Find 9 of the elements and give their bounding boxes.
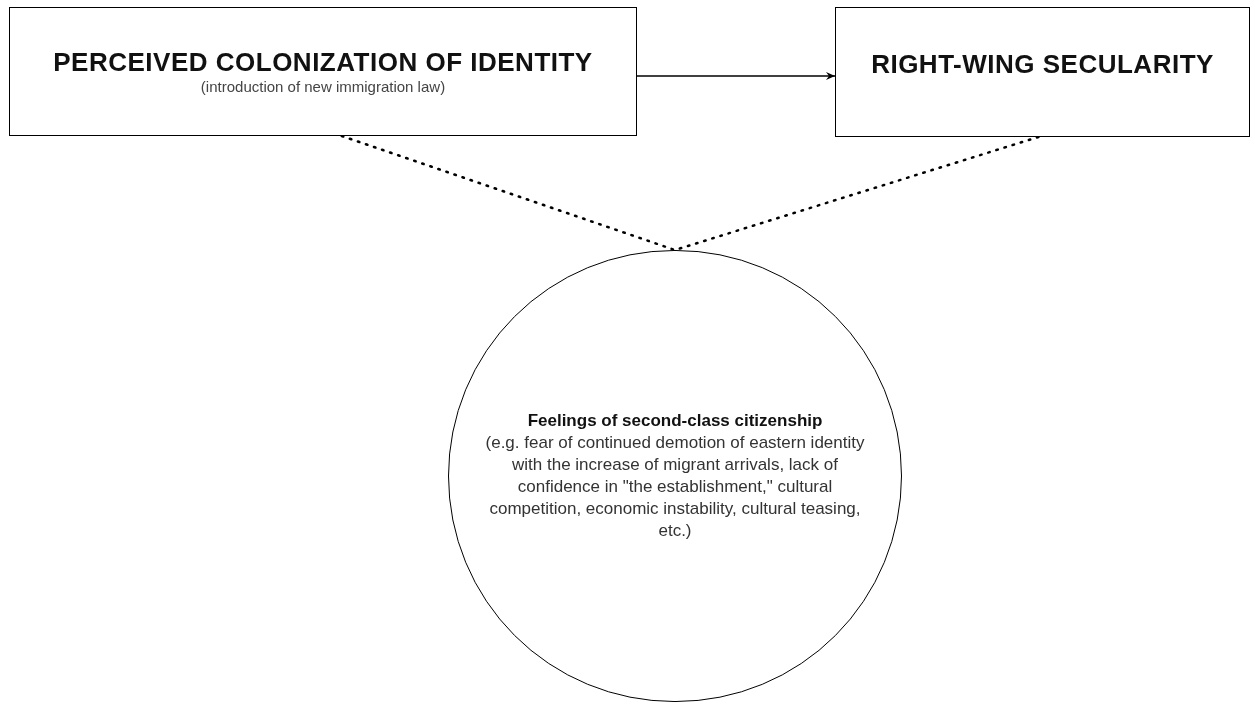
node-title: Feelings of second-class citizenship (527, 410, 823, 432)
process-box (9, 7, 637, 136)
node-title: RIGHT-WING SECULARITY (871, 49, 1214, 79)
node-title: PERCEIVED COLONIZATION OF IDENTITY (53, 46, 593, 77)
node-description: (introduction of new immigration law) (200, 76, 446, 97)
process-box (835, 7, 1250, 137)
node-description: (e.g. fear of continued demotion of eastern identity with the increase of migrant arrivals, lack of confidence in "the establishment," cultural competition, economic instability, cultural teasing, etc.) (484, 432, 866, 542)
arrow (636, 72, 836, 80)
dotted-line (340, 134, 677, 252)
